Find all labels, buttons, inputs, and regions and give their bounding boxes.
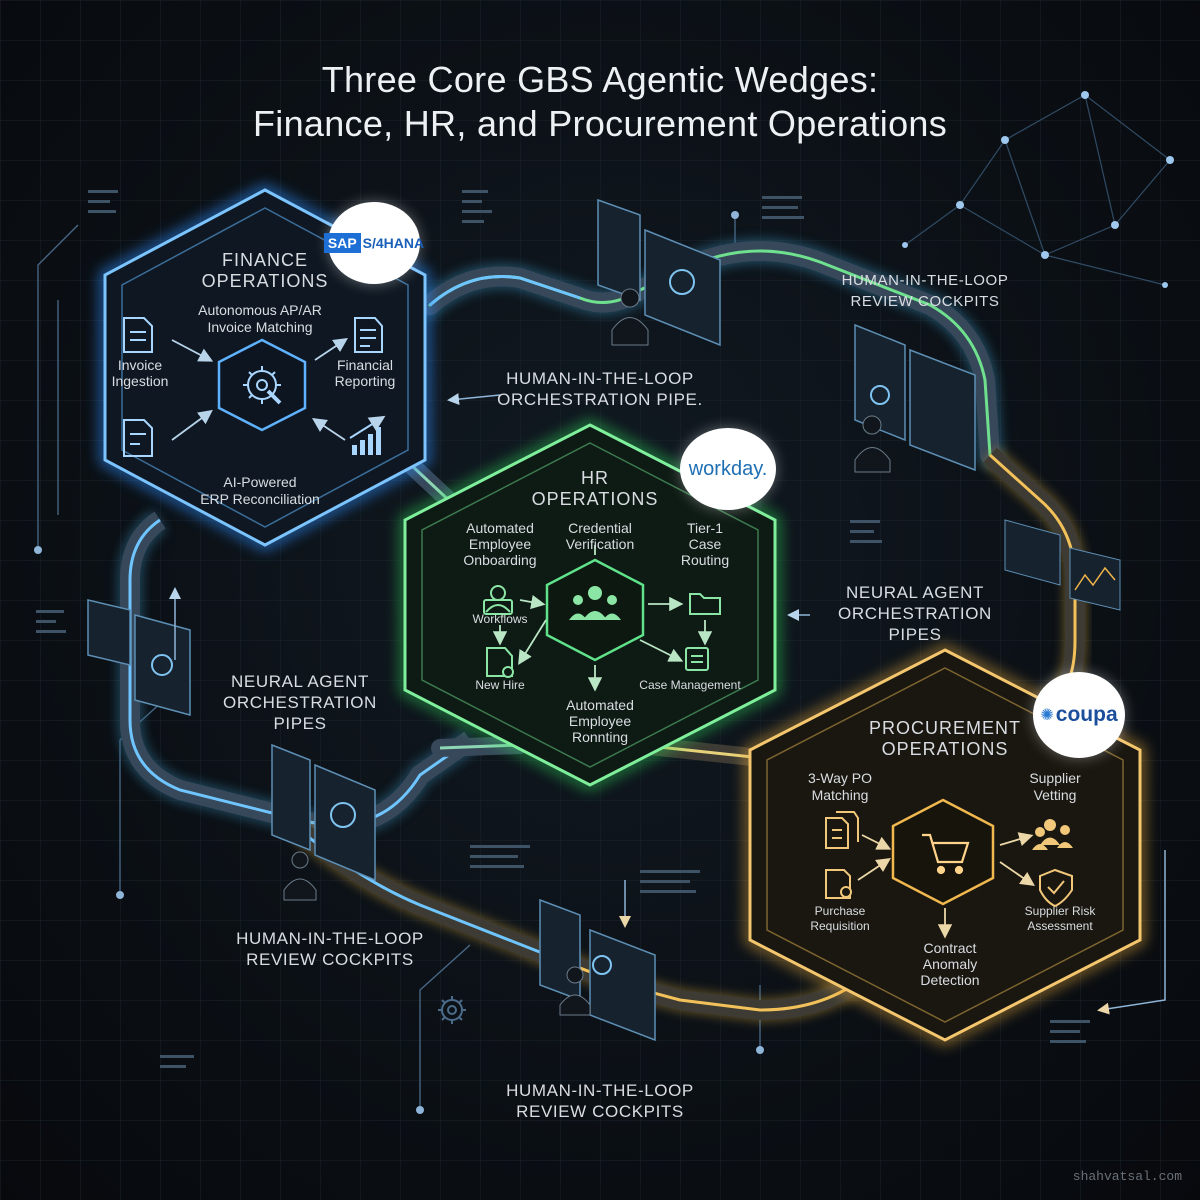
coupa-logo: ✺coupa [1033, 672, 1125, 758]
finance-step-reconciliation: AI-Powered ERP Reconciliation [200, 474, 320, 507]
hr-step-new-hire: New Hire [475, 678, 525, 692]
cockpit-panel-bottom-left [271, 743, 376, 901]
hr-step-case-management: Case Management [639, 678, 741, 692]
invoice-doc-icon [123, 317, 153, 353]
gear-wrench-icon [243, 366, 282, 405]
data-ticks [36, 190, 1090, 1068]
cockpit-panel-right [854, 323, 1121, 611]
callout-neural-pipes-left: NEURAL AGENT ORCHESTRATION PIPES [223, 672, 377, 733]
gear-decoration-icon [438, 996, 466, 1024]
shopping-cart-icon [922, 833, 970, 875]
procurement-step-contract: Contract Anomaly Detection [920, 940, 980, 988]
new-hire-doc-icon [486, 647, 514, 678]
procurement-step-requisition: Purchase Requisition [810, 904, 870, 933]
callout-review-cockpits-bottom-left: HUMAN-IN-THE-LOOP REVIEW COCKPITS [236, 929, 424, 969]
callout-neural-pipes-right: NEURAL AGENT ORCHESTRATION PIPES [838, 583, 992, 644]
procurement-step-risk: Supplier Risk Assessment [1024, 904, 1096, 933]
finance-step-reporting: Financial Reporting [334, 357, 396, 389]
callout-review-cockpits-bottom: HUMAN-IN-THE-LOOP REVIEW COCKPITS [506, 1081, 694, 1121]
pipe-left-loop [117, 509, 478, 838]
watermark: shahvatsal.com [1072, 1169, 1182, 1184]
finance-title: FINANCE OPERATIONS [201, 250, 329, 291]
finance-step-matching: Autonomous AP/AR Invoice Matching [198, 302, 322, 335]
documents-icon [825, 811, 859, 849]
shield-check-icon [1039, 868, 1073, 908]
report-doc-icon [354, 317, 383, 353]
procurement-title: PROCUREMENT OPERATIONS [868, 718, 1021, 759]
hr-step-automated: Automated Employee Ronnting [566, 697, 634, 745]
bar-chart-icon [349, 415, 386, 455]
case-doc-icon [685, 647, 709, 671]
network-nodes [902, 91, 1174, 288]
hr-step-onboarding: Automated Employee Onboarding [463, 520, 537, 568]
hr-hexagon [400, 419, 780, 791]
callout-review-cockpits-top-right: HUMAN-IN-THE-LOOP REVIEW COCKPITS [841, 272, 1009, 310]
finance-hexagon [100, 184, 430, 551]
cockpit-panel-top [597, 198, 721, 347]
network-lines [904, 94, 1171, 286]
procurement-hexagon [745, 644, 1145, 1046]
cockpit-panel-left [87, 599, 191, 716]
folder-icon [689, 593, 721, 615]
callout-orchestration-pipe: HUMAN-IN-THE-LOOP ORCHESTRATION PIPE. [497, 369, 703, 409]
title-line-2: Finance, HR, and Procurement Operations [252, 103, 948, 144]
hr-step-credential: Credential Verification [565, 520, 635, 552]
finance-step-ingestion: Invoice Ingestion [111, 357, 169, 389]
requisition-icon [825, 869, 852, 899]
hr-step-workflows: Workflows [472, 612, 528, 626]
circuit-nodes [34, 211, 764, 1114]
workday-logo: workday. [680, 428, 776, 510]
person-icon [483, 585, 513, 615]
procurement-step-po: 3-Way PO Matching [807, 770, 873, 803]
ai-doc-icon [123, 419, 153, 457]
supplier-group-icon [1032, 819, 1073, 850]
cockpit-panel-bottom [539, 898, 656, 1042]
hr-step-routing: Tier-1 Case Routing [680, 520, 730, 568]
hr-title: HR OPERATIONS [531, 468, 659, 509]
page-title: Three Core GBS Agentic Wedges: Finance, … [0, 58, 1200, 146]
people-group-icon [569, 586, 621, 620]
title-line-1: Three Core GBS Agentic Wedges: [321, 59, 879, 100]
coupa-flower-icon: ✺ [1040, 707, 1054, 724]
procurement-step-vetting: Supplier Vetting [1029, 770, 1081, 803]
